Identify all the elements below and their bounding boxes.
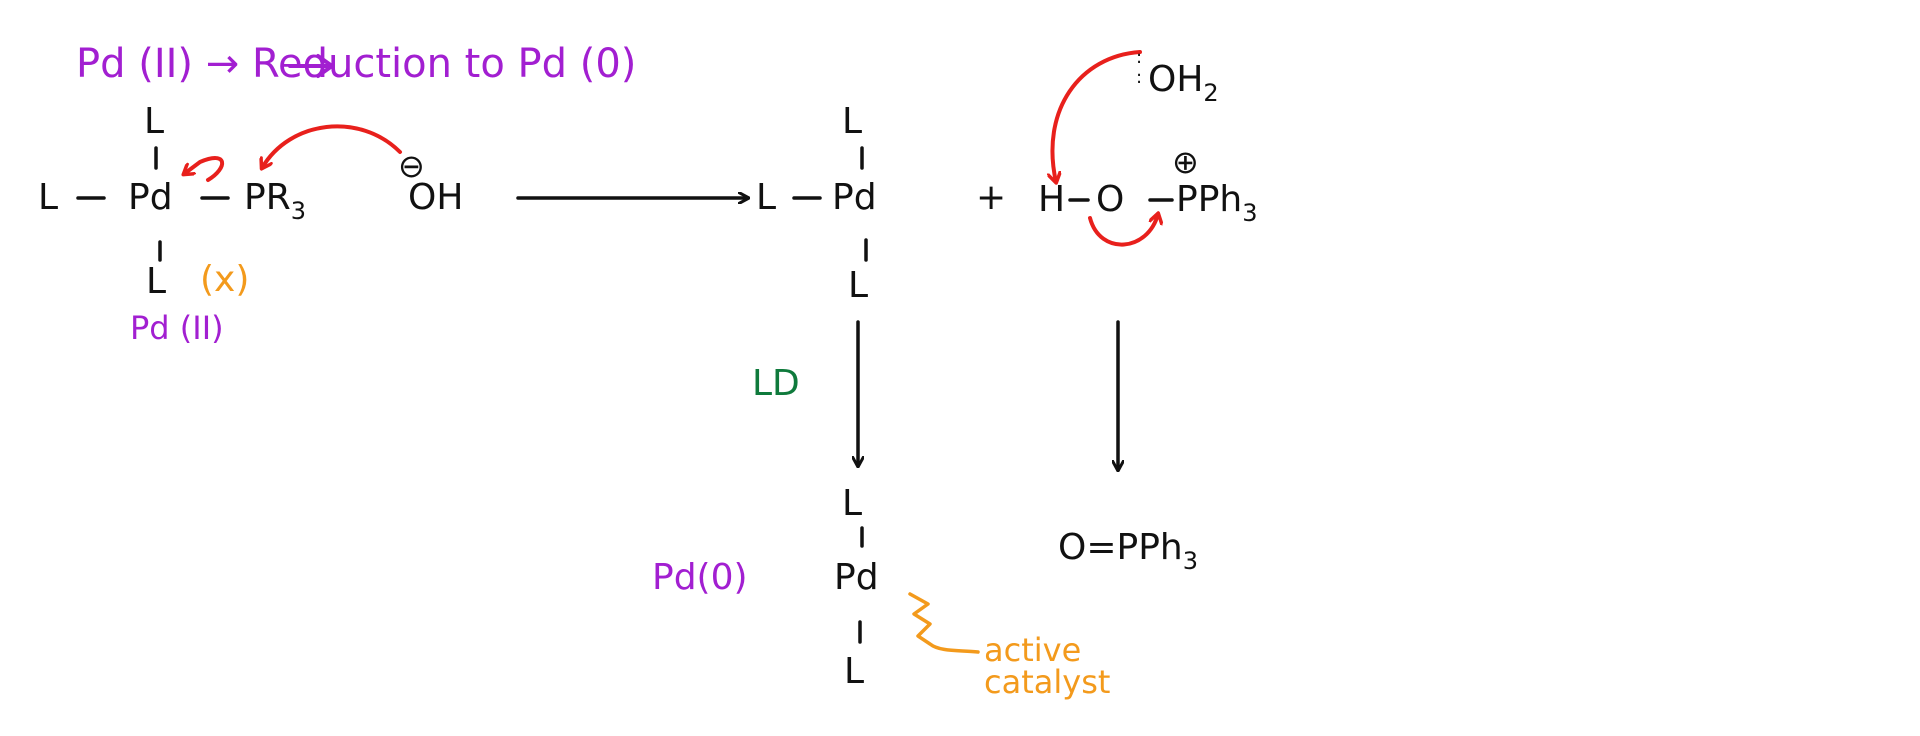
pr-text: PR [244,177,291,218]
mid-l-bottom: L [848,265,869,306]
water-lone-pairs: :: [1136,47,1143,88]
plus-sign: + [976,177,1007,218]
po-subscript: 3 [1182,547,1199,575]
active-catalyst-line1: active [984,631,1082,669]
active-catalyst-squiggle [908,592,980,654]
pph-text: PPh [1176,179,1243,220]
left-oxidation-label: Pd (II) [130,309,224,347]
red-arrow-water-to-h [1052,50,1142,182]
red-arrow-bond-to-pd [184,156,225,182]
title-arrowhead [316,54,334,78]
red-arrow-oh-to-p [262,124,402,168]
water-text: OH [1148,59,1204,100]
left-metal-pd: Pd [128,177,173,218]
po-text: O=PPh [1058,527,1183,568]
pd0-l-top: L [842,483,863,524]
red-arrow-bond-to-o [1088,214,1158,247]
water-subscript: 2 [1203,79,1219,107]
phosphonium-charge: ⊕ [1172,143,1199,181]
phosphonium-o: O [1096,179,1125,220]
page-title: Pd (II) → Reduction to Pd (0) [76,41,637,87]
phosphine-oxide: O=PPh3 [1058,527,1198,574]
hydroxide-formula: OH [408,177,464,218]
mid-l-top: L [842,101,863,142]
phosphonium-pph3: PPh3 [1176,179,1258,226]
pph-subscript: 3 [1242,199,1258,227]
x-note: (x) [200,259,250,300]
left-l-top: L [144,101,165,142]
left-l-left: L [38,177,59,218]
left-ligand-pr3: PR3 [244,177,306,224]
active-catalyst-line2: catalyst [984,663,1111,701]
mid-l-left: L [756,177,777,218]
ld-label: LD [752,363,800,404]
hydroxide-charge: ⊖ [398,147,425,185]
pd0-l-bottom: L [844,651,865,692]
pd0-metal-pd: Pd [834,557,879,598]
pd0-oxidation-label: Pd(0) [652,557,748,598]
phosphonium-h: H [1038,179,1066,220]
water-formula: OH2 [1148,59,1219,106]
mid-metal-pd: Pd [832,177,877,218]
left-l-bottom: L [146,261,167,302]
pr-subscript: 3 [290,197,307,225]
